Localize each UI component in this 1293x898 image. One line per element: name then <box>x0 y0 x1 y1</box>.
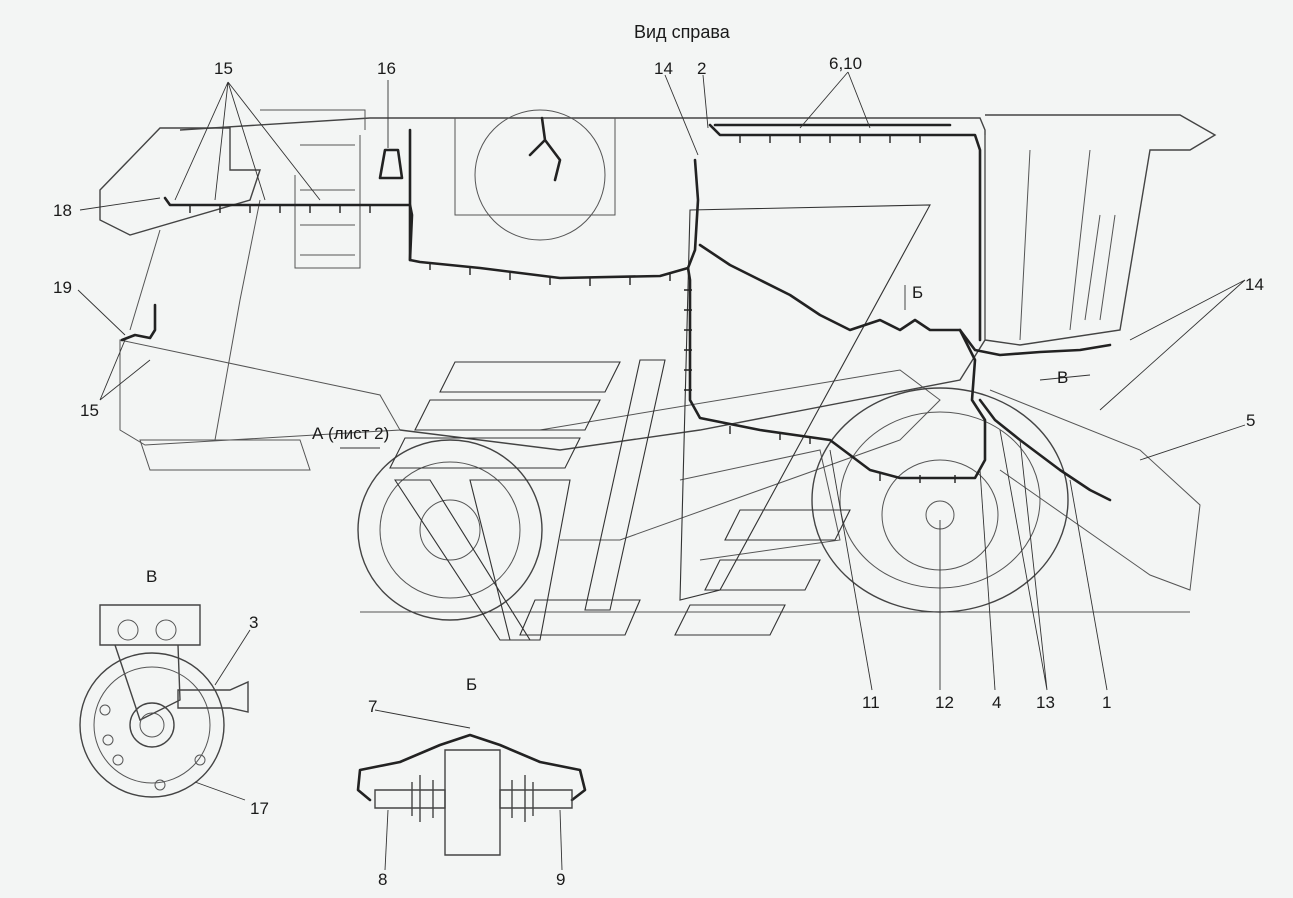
callout-2: 2 <box>697 59 707 78</box>
callout-3: 3 <box>249 613 259 632</box>
callout-6-10: 6,10 <box>829 54 863 73</box>
rear-wheel <box>357 439 543 621</box>
callout-15-left: 15 <box>80 401 99 420</box>
callout-7: 7 <box>368 697 378 716</box>
view-title: Вид справа <box>634 22 730 42</box>
callout-15-top: 15 <box>214 59 233 78</box>
callout-16: 16 <box>377 59 396 78</box>
callout-14-right: 14 <box>1245 275 1264 294</box>
callout-8: 8 <box>378 870 388 889</box>
callout-18: 18 <box>53 201 72 220</box>
detail-b-drawing <box>356 709 587 871</box>
callout-13: 13 <box>1036 693 1055 712</box>
callout-14-top: 14 <box>654 59 673 78</box>
section-b-marker: Б <box>912 283 924 302</box>
callout-17: 17 <box>250 799 269 818</box>
detail-v-drawing <box>79 604 251 801</box>
callout-12: 12 <box>935 693 954 712</box>
callout-5: 5 <box>1246 411 1256 430</box>
callout-1: 1 <box>1102 693 1112 712</box>
beacon-light <box>378 148 404 180</box>
watermark-logo <box>389 204 931 641</box>
callout-9: 9 <box>556 870 566 889</box>
callout-11: 11 <box>862 693 880 712</box>
section-v-marker: В <box>1057 368 1069 387</box>
view-a-label: А (лист 2) <box>312 424 390 443</box>
wiring-harness <box>120 116 1112 502</box>
detail-b-title: Б <box>466 675 478 694</box>
leader-lines <box>77 71 1246 691</box>
combine-body <box>99 109 1217 591</box>
callout-19: 19 <box>53 278 72 297</box>
callout-4: 4 <box>992 693 1002 712</box>
detail-v-title: В <box>146 567 158 586</box>
